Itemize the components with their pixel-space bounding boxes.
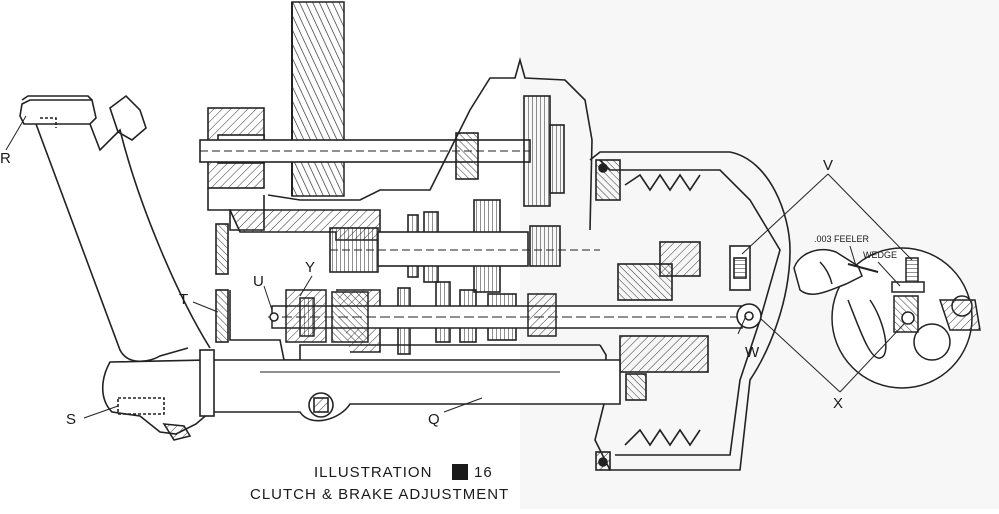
leader-X-right xyxy=(839,323,905,393)
gear-housing xyxy=(199,57,600,361)
label-V: V xyxy=(823,157,833,174)
leader-wedge xyxy=(877,261,901,287)
leader-R xyxy=(5,115,27,151)
leader-V-left xyxy=(741,173,829,255)
label-U: U xyxy=(253,273,264,290)
clutch-brake-drum xyxy=(589,151,791,471)
label-R: R xyxy=(0,150,11,167)
label-Y: Y xyxy=(305,259,315,276)
label-Q: Q xyxy=(428,411,440,428)
leader-T xyxy=(192,301,219,313)
leader-S xyxy=(83,405,119,419)
rack-column xyxy=(291,1,345,197)
leader-feeler xyxy=(849,245,857,267)
caption-line1-prefix: ILLUSTRATION xyxy=(314,464,432,481)
part-labels: R S T U Y Q V W X .003 FEELER WEDGE xyxy=(0,150,897,428)
rocker-arm xyxy=(211,359,621,422)
leader-lines xyxy=(5,115,913,419)
inset-detail xyxy=(793,247,981,389)
leader-Q xyxy=(443,397,483,413)
label-X: X xyxy=(833,395,843,412)
leader-W xyxy=(737,315,747,335)
caption: ILLUSTRATION 16 CLUTCH & BRAKE ADJUSTMEN… xyxy=(250,464,509,503)
caption-square-marker xyxy=(452,464,468,480)
lever-arm xyxy=(19,94,215,441)
clutch-shaft xyxy=(268,289,760,343)
caption-number: 16 xyxy=(474,464,493,481)
label-feeler: .003 FEELER xyxy=(814,234,870,244)
leader-V-right xyxy=(827,173,913,261)
label-S: S xyxy=(66,411,76,428)
leader-X-left xyxy=(759,317,841,393)
label-wedge: WEDGE xyxy=(863,250,897,260)
label-T: T xyxy=(179,291,188,308)
caption-title: CLUTCH & BRAKE ADJUSTMENT xyxy=(250,486,509,503)
leader-Y xyxy=(299,275,313,297)
leader-U xyxy=(263,285,273,311)
label-W: W xyxy=(745,344,760,361)
